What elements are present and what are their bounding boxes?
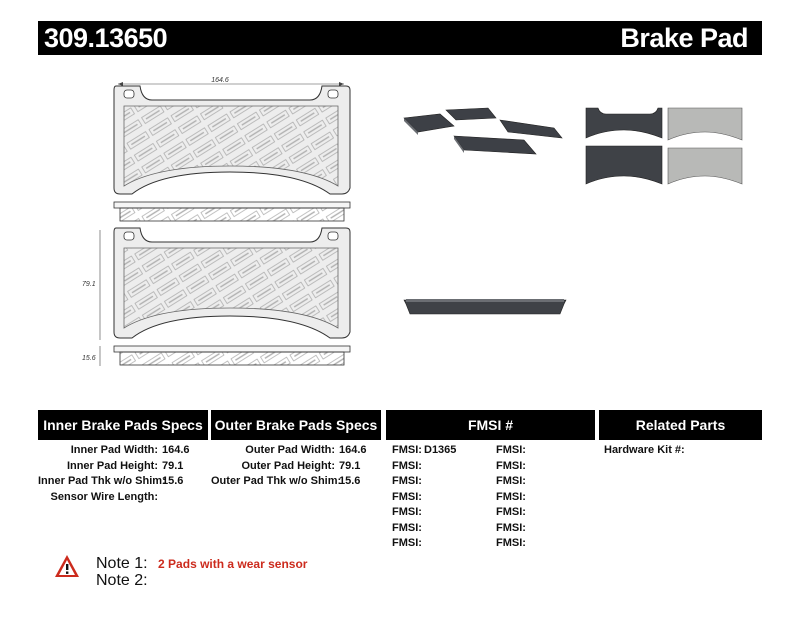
inner-spec-row: Inner Pad Width:164.6	[70, 444, 190, 456]
height-label: 79.1	[82, 281, 96, 288]
top-pad-profile	[113, 201, 351, 222]
width-dimension: 164.6	[118, 77, 344, 86]
fmsi-row: FMSI:	[496, 537, 526, 549]
backing-plate-top	[585, 107, 663, 139]
related-part-row: Hardware Kit #:	[604, 444, 685, 456]
fmsi-list-left: FMSI:D1365 FMSI: FMSI: FMSI: FMSI: FMSI:…	[392, 443, 456, 552]
outer-specs-heading: Outer Brake Pads Specs	[211, 410, 381, 440]
pad-set-face-photo	[585, 107, 743, 185]
product-title: Brake Pad	[620, 23, 748, 53]
fmsi-row: FMSI:	[392, 490, 422, 503]
inner-spec-row: Inner Pad Height:79.1	[66, 459, 184, 472]
thickness-label: 15.6	[82, 355, 96, 362]
fmsi-row: FMSI:	[392, 521, 422, 534]
width-label: 164.6	[211, 77, 229, 84]
fmsi-row: FMSI:	[392, 506, 422, 518]
part-number: 309.13650	[44, 23, 168, 53]
inner-spec-row: Sensor Wire Length:	[50, 490, 158, 503]
fmsi-row: FMSI:	[392, 459, 422, 472]
fmsi-row: FMSI:D1365	[392, 444, 457, 456]
thickness-dimension: 15.6	[82, 346, 101, 366]
inner-specs-heading: Inner Brake Pads Specs	[38, 410, 208, 440]
height-dimension: 79.1	[82, 230, 101, 340]
inner-spec-row: Inner Pad Thk w/o Shim:15.6	[38, 475, 184, 487]
fmsi-row: FMSI:	[392, 537, 422, 549]
note-1: Note 1: 2 Pads with a wear sensor	[96, 555, 307, 573]
note-1-label: Note 1:	[96, 555, 148, 572]
top-pad-outline	[113, 85, 351, 195]
friction-face-top	[667, 107, 743, 141]
outer-specs-list: Outer Pad Width:164.6 Outer Pad Height:7…	[211, 443, 367, 490]
warning-icon	[55, 555, 79, 577]
pad-set-angled-photo	[403, 107, 563, 155]
note-1-text: 2 Pads with a wear sensor	[158, 557, 308, 571]
header-bar: 309.13650 Brake Pad	[38, 21, 762, 55]
fmsi-row: FMSI:	[496, 506, 526, 518]
fmsi-heading: FMSI #	[386, 410, 595, 440]
note-2: Note 2:	[96, 572, 154, 590]
inner-specs-list: Inner Pad Width:164.6 Inner Pad Height:7…	[38, 443, 190, 505]
bottom-pad-outline	[113, 227, 351, 339]
note-2-text	[148, 574, 154, 588]
fmsi-list-right: FMSI: FMSI: FMSI: FMSI: FMSI: FMSI: FMSI…	[496, 443, 528, 552]
pad-side-profile-photo	[403, 299, 567, 315]
fmsi-row: FMSI:	[496, 459, 526, 472]
outer-spec-row: Outer Pad Height:79.1	[241, 459, 361, 472]
outer-spec-row: Outer Pad Width:164.6	[245, 444, 367, 456]
note-2-label: Note 2:	[96, 572, 148, 589]
backing-plate-bottom	[585, 145, 663, 185]
friction-face-bottom	[667, 147, 743, 185]
fmsi-row: FMSI:	[496, 444, 526, 456]
fmsi-row: FMSI:	[496, 521, 526, 534]
fmsi-row: FMSI:	[392, 475, 422, 487]
fmsi-row: FMSI:	[496, 475, 526, 487]
related-parts-heading: Related Parts	[599, 410, 762, 440]
related-parts-list: Hardware Kit #:	[604, 443, 689, 459]
outer-spec-row: Outer Pad Thk w/o Shim:15.6	[211, 475, 361, 487]
pad-technical-drawing: 164.6 79.1 15.6	[82, 77, 351, 366]
fmsi-row: FMSI:	[496, 490, 526, 503]
bottom-pad-profile	[113, 345, 351, 366]
